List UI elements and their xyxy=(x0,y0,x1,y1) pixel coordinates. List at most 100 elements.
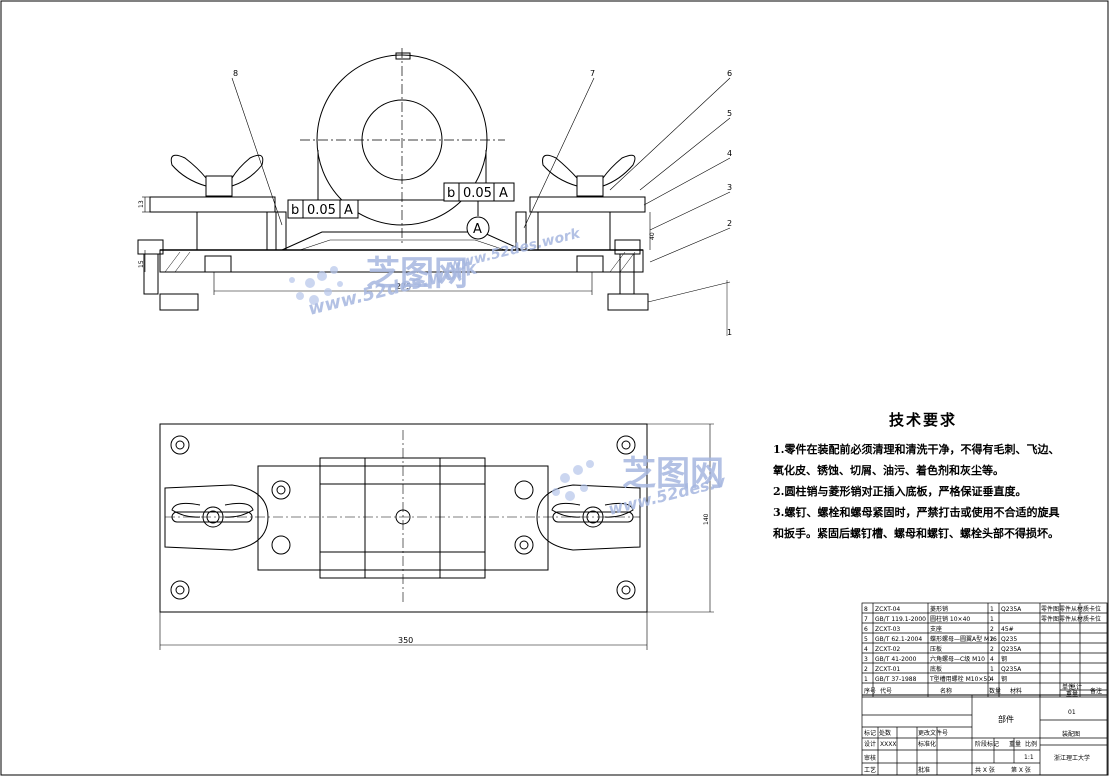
tb-standardize: 标准化 xyxy=(918,740,936,748)
bom-header-cell: 数量 xyxy=(989,687,1001,695)
tol-left-val: 0.05 xyxy=(307,203,336,218)
bom-header-cell: 名称 xyxy=(940,687,952,695)
bom-cell: 蝶形螺母—圆翼A型 M16 xyxy=(930,635,997,643)
title-block xyxy=(861,602,1108,776)
top-base-plate xyxy=(159,423,648,613)
bolt-head-right xyxy=(607,293,649,311)
bom-cell: 零件图零件从材质卡位 xyxy=(1041,615,1101,623)
callout-6: 6 xyxy=(727,69,732,78)
bom-cell: 压板 xyxy=(930,645,942,653)
dim-350: 350 xyxy=(398,636,413,645)
left-wing-nut xyxy=(170,154,264,197)
tb-stage: 阶段标记 xyxy=(975,740,999,748)
dim-15: 15 xyxy=(138,260,145,268)
top-left-clamp xyxy=(164,484,269,551)
tb-design: 设计 xyxy=(864,740,876,748)
bolt-right xyxy=(619,253,635,295)
bom-header-weight: 重量 xyxy=(1066,690,1078,698)
tol-right-datum: A xyxy=(499,186,508,201)
bom-header-cell: 序号 xyxy=(864,687,876,695)
bom-cell: ZCXT-04 xyxy=(875,606,900,613)
tb-process: 工艺 xyxy=(864,766,876,774)
bom-cell: Q235A xyxy=(1001,606,1022,613)
technical-requirements: 技术要求 1.零件在装配前必须清理和清洗干净，不得有毛刺、飞边、 氧化皮、锈蚀、… xyxy=(773,410,1073,544)
right-wing-nut xyxy=(542,154,636,197)
bom-header-cell: 材料 xyxy=(1010,687,1022,695)
bom-cell: Q235A xyxy=(1001,666,1022,673)
hex-nut-left xyxy=(137,239,164,255)
title-block-text: 部件 装配图 01 浙江理工大学 阶段标记 重量 比例 1:1 共 X 张 第 … xyxy=(864,709,1090,774)
watermark-logo: 芝图网 www.52des.work www.52des.work xyxy=(289,225,583,320)
bom-cell: 菱形销 xyxy=(930,605,948,613)
tech-line-5: 和扳手。紧固后螺钉槽、螺母和螺钉、螺栓头部不得损坏。 xyxy=(773,527,1059,540)
callout-leaders xyxy=(231,77,731,303)
top-support-area xyxy=(257,465,549,571)
tol-left-datum: A xyxy=(344,203,353,218)
bom-cell: T型槽用螺栓 M10×50 xyxy=(929,675,991,683)
bom-cell: GB/T 41-2000 xyxy=(875,656,917,663)
dim-275: 275 xyxy=(396,282,411,291)
watermark-logo-2: 芝图网 www.52des.v xyxy=(552,454,728,519)
top-workpiece xyxy=(319,457,486,579)
bolt-left xyxy=(143,253,159,295)
tb-approve: 批准 xyxy=(918,766,930,774)
callout-7: 7 xyxy=(590,69,595,78)
bom-cell: 2 xyxy=(990,626,994,633)
bom-cell: 2 xyxy=(990,646,994,653)
datum-circle-a: A xyxy=(466,201,490,240)
svg-text:A: A xyxy=(473,222,482,237)
front-view xyxy=(137,48,731,311)
left-clamp-plate xyxy=(149,196,276,213)
bom-cell: GB/T 62.1-2004 xyxy=(875,636,922,643)
tb-school: 浙江理工大学 xyxy=(1054,754,1090,762)
tech-line-3: 2.圆柱销与菱形销对正插入底板，严格保证垂直度。 xyxy=(773,485,1027,498)
tol-right-val: 0.05 xyxy=(463,186,492,201)
bom-header-cell: 单件 xyxy=(1062,683,1074,691)
right-clamp-plate xyxy=(529,196,646,213)
callout-labels: 1 2 3 4 5 6 7 8 xyxy=(233,69,732,337)
bom-cell: 1 xyxy=(990,606,994,613)
bom-cell: 4 xyxy=(864,646,868,653)
pin-right xyxy=(515,211,527,251)
bom-cell: ZCXT-02 xyxy=(875,646,900,653)
dim-13: 13 xyxy=(138,200,145,208)
tb-part: 部件 xyxy=(998,714,1014,724)
bom-cell: 3 xyxy=(864,656,868,663)
bom-cell: GB/T 37-1988 xyxy=(875,676,917,683)
callout-3: 3 xyxy=(727,183,732,192)
bom-cell: 钢 xyxy=(1001,675,1007,683)
callout-1: 1 xyxy=(727,328,732,337)
tolerance-frame-right: b 0.05 A xyxy=(443,182,515,202)
bom-cell: 2 xyxy=(990,636,994,643)
bom-cell: 5 xyxy=(864,636,868,643)
tech-line-2: 氧化皮、锈蚀、切屑、油污、着色剂和灰尘等。 xyxy=(773,464,1004,477)
bom-cell: 45# xyxy=(1001,626,1014,633)
bom-cell: 支座 xyxy=(930,625,942,633)
tb-mark: 标记 xyxy=(864,729,876,737)
hex-nut-right xyxy=(614,239,641,255)
top-right-clamp xyxy=(536,484,641,551)
tb-count: 处数 xyxy=(879,729,891,737)
tb-doc: 装配图 xyxy=(1062,730,1080,738)
bom-cell: 1 xyxy=(990,666,994,673)
bom-cell: GB/T 119.1-2000 xyxy=(875,616,926,623)
tolerance-frame-left: b 0.05 A xyxy=(287,199,359,219)
watermark-brand-2: 芝图网 xyxy=(622,454,724,494)
bom-cell: 4 xyxy=(990,656,994,663)
dim-140: 140 xyxy=(703,513,710,525)
pin-left xyxy=(275,211,287,251)
watermark-brand-1: 芝图网 xyxy=(366,254,468,294)
tol-right-sym: b xyxy=(447,186,455,201)
v-block xyxy=(281,231,523,251)
bom-cell: 零件图零件从材质卡位 xyxy=(1041,605,1101,613)
tb-scale: 比例 xyxy=(1025,740,1037,748)
bom-cell: Q235A xyxy=(1001,646,1022,653)
tb-change-doc: 更改文件号 xyxy=(918,729,948,737)
tech-line-4: 3.螺钉、螺栓和螺母紧固时，严禁打击或使用不合适的旋具 xyxy=(773,506,1060,519)
corner-holes xyxy=(170,435,636,600)
callout-2: 2 xyxy=(727,219,732,228)
tech-line-1: 1.零件在装配前必须清理和清洗干净，不得有毛刺、飞边、 xyxy=(773,443,1060,456)
bom-cell: Q235 xyxy=(1001,636,1017,643)
tb-review: 审核 xyxy=(864,754,876,762)
